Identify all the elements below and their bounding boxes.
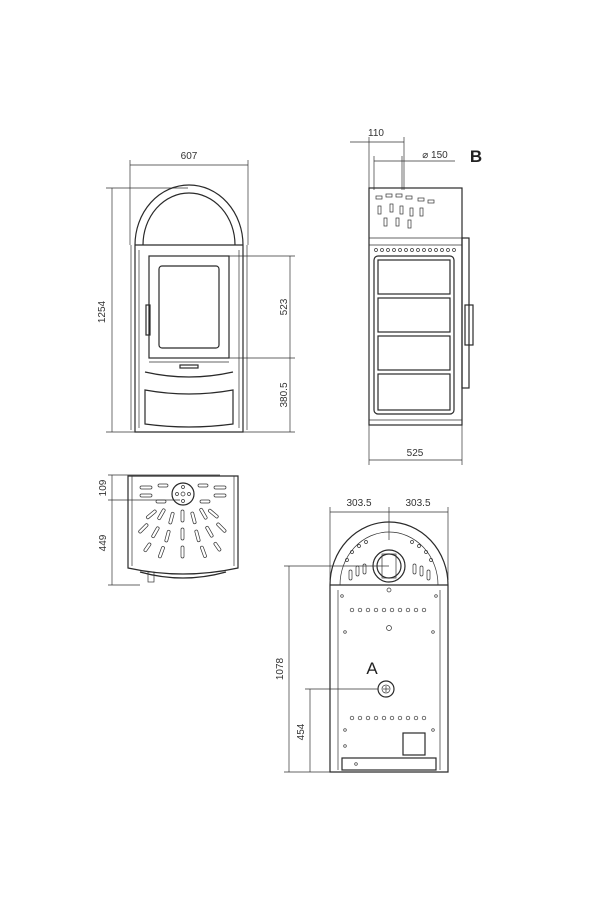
top-depth-dimension: 449 [98, 534, 109, 551]
door-handle [145, 304, 151, 336]
base-dimension: 380.5 [279, 382, 290, 407]
front-door [148, 255, 230, 359]
door-dimension: 523 [279, 298, 290, 315]
stove-body-front [134, 184, 244, 433]
side-panel-3 [377, 335, 451, 371]
side-panel-4 [377, 373, 451, 411]
side-view: 110 ⌀ 150 B [350, 128, 482, 465]
front-view: 607 1254 523 380.5 [97, 151, 295, 433]
rear-dot-rows [340, 594, 438, 766]
side-depth-dimension: 525 [407, 448, 424, 459]
top-view: 109 449 [98, 474, 239, 586]
side-panel-1 [377, 259, 451, 295]
offset-dimension: 110 [368, 128, 384, 139]
side-panel-2 [377, 297, 451, 333]
rear-view: 303.5 303.5 [275, 498, 449, 773]
rear-arch-vent-slots [345, 540, 433, 593]
side-dot-row [374, 248, 456, 252]
stove-body-side [368, 187, 463, 426]
height-dimension: 1254 [97, 300, 108, 323]
rear-service-hatch [402, 732, 426, 756]
base-drawer [144, 389, 234, 428]
top-flue-circle [171, 482, 195, 506]
width-dimension: 607 [181, 151, 198, 162]
view-label-b: B [470, 147, 482, 166]
flue-dimension: ⌀ 150 [422, 150, 448, 161]
top-radial-vent-slots [138, 483, 227, 559]
rear-flue-height-dimension: 1078 [275, 657, 286, 680]
stove-body-top [127, 475, 239, 575]
door-glass [158, 265, 220, 349]
view-label-a: A [366, 659, 378, 678]
stove-body-rear [329, 521, 449, 773]
top-offset-dimension: 109 [98, 479, 109, 496]
rear-left-half-dimension: 303.5 [346, 498, 371, 509]
rear-right-half-dimension: 303.5 [405, 498, 430, 509]
side-vent-slots [375, 193, 435, 229]
rear-air-inlet-height-dimension: 454 [296, 723, 307, 740]
side-panel-frame [373, 255, 455, 415]
front-arch [142, 192, 236, 246]
door-profile [461, 237, 470, 389]
